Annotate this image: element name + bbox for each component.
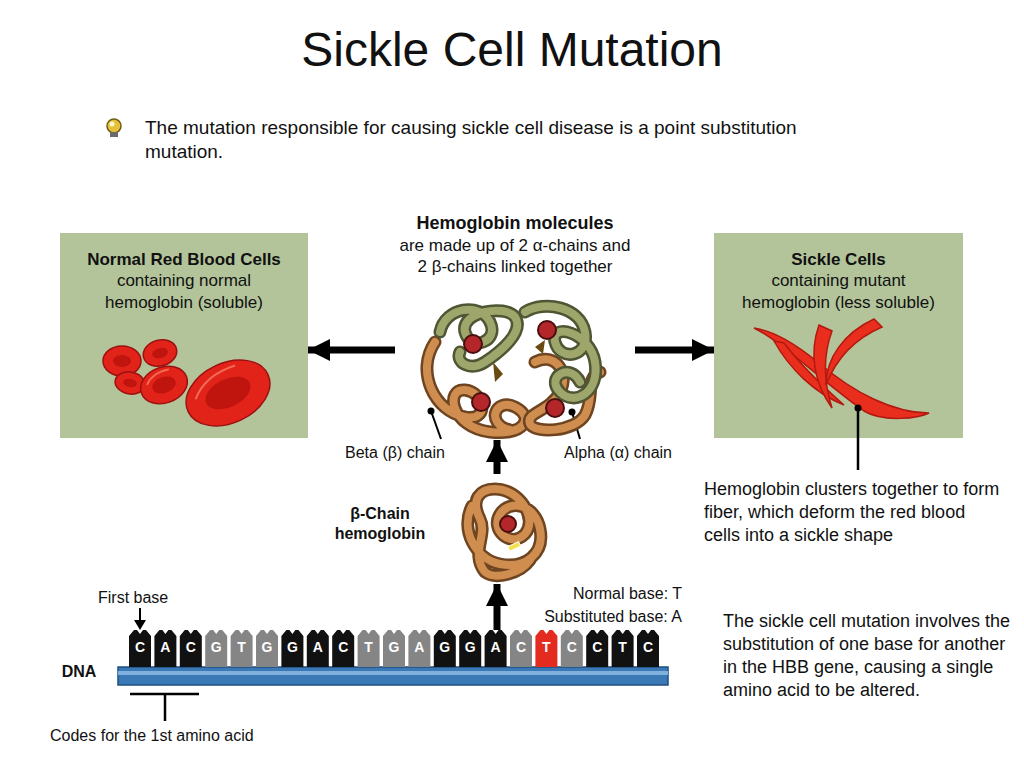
box-heading: β-Chain hemoglobin bbox=[318, 504, 442, 544]
dna-base: T bbox=[231, 640, 253, 655]
flow-arrow bbox=[494, 440, 501, 474]
bracket-label: Codes for the 1st amino acid bbox=[50, 726, 320, 746]
dna-base: T bbox=[358, 640, 380, 655]
dna-base: A bbox=[154, 640, 176, 655]
dna-base: G bbox=[205, 640, 227, 655]
part-label: Beta (β) chain bbox=[334, 443, 456, 463]
text-block: Sickle Cellscontaining mutant hemoglobin… bbox=[714, 233, 963, 313]
flow-arrow bbox=[308, 347, 395, 354]
dna-base: C bbox=[510, 640, 532, 655]
dna-base: G bbox=[383, 640, 405, 655]
pointer-label: First base bbox=[98, 588, 188, 608]
box-body: containing mutant hemoglobin (less solub… bbox=[728, 270, 949, 313]
box-heading: Hemoglobin molecules bbox=[395, 212, 635, 235]
text-block: Hemoglobin moleculesare made up of 2 α-c… bbox=[395, 212, 635, 277]
cell-box: Normal Red Blood Cellscontaining normal … bbox=[60, 233, 308, 438]
note-text: Hemoglobin clusters together to form fib… bbox=[704, 478, 1004, 547]
dna-base: A bbox=[485, 640, 507, 655]
text-block: DNA bbox=[54, 662, 104, 682]
hemoglobin-illustration bbox=[395, 212, 635, 440]
base-note: Normal base: T bbox=[500, 584, 682, 604]
first-base-arrow bbox=[134, 608, 146, 630]
box-body: are made up of 2 α-chains and 2 β-chains… bbox=[395, 235, 635, 278]
dna-base: C bbox=[180, 640, 202, 655]
dna-base: T bbox=[612, 640, 634, 655]
dna-base: A bbox=[408, 640, 430, 655]
base-note: Substituted base: A bbox=[500, 607, 682, 627]
flow-arrow bbox=[635, 347, 714, 354]
dna-base: C bbox=[561, 640, 583, 655]
dna-base: G bbox=[256, 640, 278, 655]
dna-base: C bbox=[129, 640, 151, 655]
text-block: β-Chain hemoglobin bbox=[318, 504, 442, 544]
sickle-cells bbox=[714, 233, 963, 438]
chain-pointer bbox=[428, 408, 581, 440]
slide-title: Sickle Cell Mutation bbox=[0, 22, 1024, 77]
red-blood-cells bbox=[60, 233, 308, 438]
box-heading: DNA bbox=[54, 662, 104, 682]
dna-base: G bbox=[281, 640, 303, 655]
cell-box: Sickle Cellscontaining mutant hemoglobin… bbox=[714, 233, 963, 438]
codon-bracket bbox=[130, 694, 199, 721]
note-text: The sickle cell mutation involves the su… bbox=[723, 610, 1019, 702]
dna-base: A bbox=[307, 640, 329, 655]
bullet-bulb bbox=[107, 119, 121, 137]
dna-group: DNA bbox=[118, 630, 668, 688]
molecule-group: Hemoglobin moleculesare made up of 2 α-c… bbox=[395, 212, 635, 440]
dna-strand bbox=[118, 630, 668, 688]
flow-arrow bbox=[494, 584, 501, 630]
dna-base: T bbox=[535, 640, 557, 655]
text-block: Normal Red Blood Cellscontaining normal … bbox=[60, 233, 308, 313]
dna-base: C bbox=[637, 640, 659, 655]
bullet-text: The mutation responsible for causing sic… bbox=[145, 116, 810, 165]
dna-base: G bbox=[459, 640, 481, 655]
box-heading: Sickle Cells bbox=[728, 249, 949, 270]
box-heading: Normal Red Blood Cells bbox=[86, 249, 282, 270]
box-body: containing normal hemoglobin (soluble) bbox=[86, 270, 282, 313]
beta-chain-illustration bbox=[450, 474, 560, 584]
dna-base: G bbox=[434, 640, 456, 655]
dna-base: C bbox=[332, 640, 354, 655]
dna-base: C bbox=[586, 640, 608, 655]
part-label: Alpha (α) chain bbox=[552, 443, 684, 463]
chain-group: β-Chain hemoglobin bbox=[450, 474, 560, 584]
